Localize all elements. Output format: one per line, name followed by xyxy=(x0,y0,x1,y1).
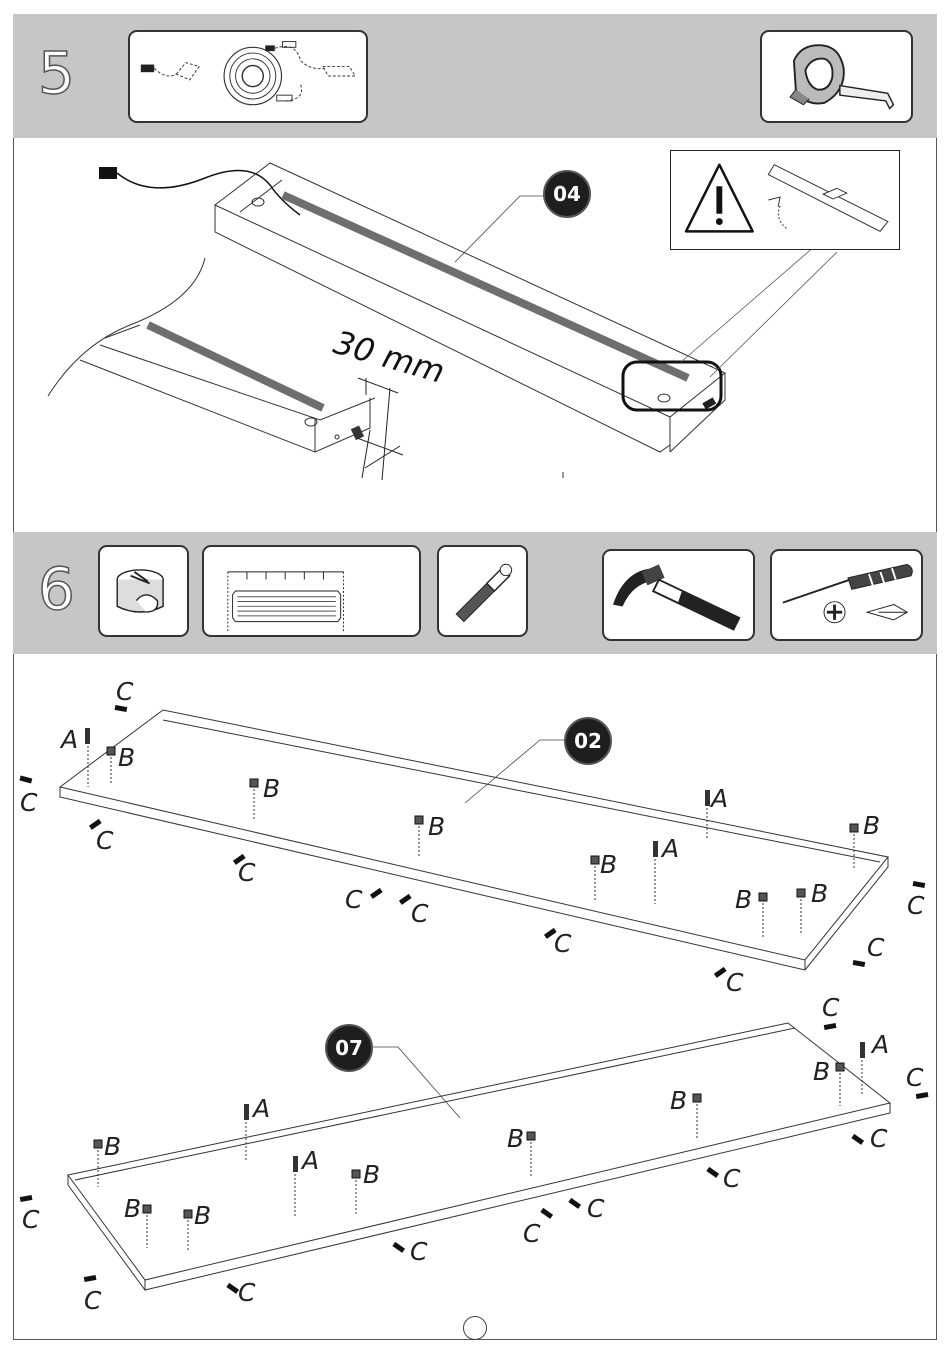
label-a: A xyxy=(61,727,78,752)
label-c: C xyxy=(907,893,924,918)
label-b: B xyxy=(194,1203,211,1228)
label-c: C xyxy=(906,1065,923,1090)
label-c: C xyxy=(96,828,113,853)
label-c: C xyxy=(20,790,37,815)
label-c: C xyxy=(238,1280,255,1305)
label-c: C xyxy=(523,1221,540,1246)
label-b: B xyxy=(507,1126,524,1151)
label-a: A xyxy=(872,1032,889,1057)
label-b: B xyxy=(124,1196,141,1221)
label-b: B xyxy=(118,745,135,770)
part-badge-07: 07 xyxy=(325,1024,373,1072)
label-c: C xyxy=(116,679,133,704)
label-c: C xyxy=(410,1239,427,1264)
label-c: C xyxy=(822,995,839,1020)
part-badge-02: 02 xyxy=(564,717,612,765)
page-number-circle xyxy=(463,1316,487,1340)
label-a: A xyxy=(302,1148,319,1173)
label-c: C xyxy=(587,1196,604,1221)
label-b: B xyxy=(600,852,617,877)
label-b: B xyxy=(363,1162,380,1187)
label-a: A xyxy=(662,836,679,861)
label-b: B xyxy=(813,1059,830,1084)
label-b: B xyxy=(735,887,752,912)
label-c: C xyxy=(238,860,255,885)
label-c: C xyxy=(22,1207,39,1232)
label-c: C xyxy=(723,1166,740,1191)
label-c: C xyxy=(554,931,571,956)
label-b: B xyxy=(428,814,445,839)
label-c: C xyxy=(345,887,362,912)
panel-02 xyxy=(60,710,888,970)
label-c: C xyxy=(411,901,428,926)
panel-07 xyxy=(68,1023,890,1290)
label-b: B xyxy=(670,1088,687,1113)
label-c: C xyxy=(867,935,884,960)
label-a: A xyxy=(253,1096,270,1121)
label-b: B xyxy=(104,1134,121,1159)
label-c: C xyxy=(870,1126,887,1151)
label-a: A xyxy=(711,786,728,811)
label-c: C xyxy=(84,1288,101,1313)
label-c: C xyxy=(726,970,743,995)
label-b: B xyxy=(263,776,280,801)
label-b: B xyxy=(863,813,880,838)
label-b: B xyxy=(811,881,828,906)
